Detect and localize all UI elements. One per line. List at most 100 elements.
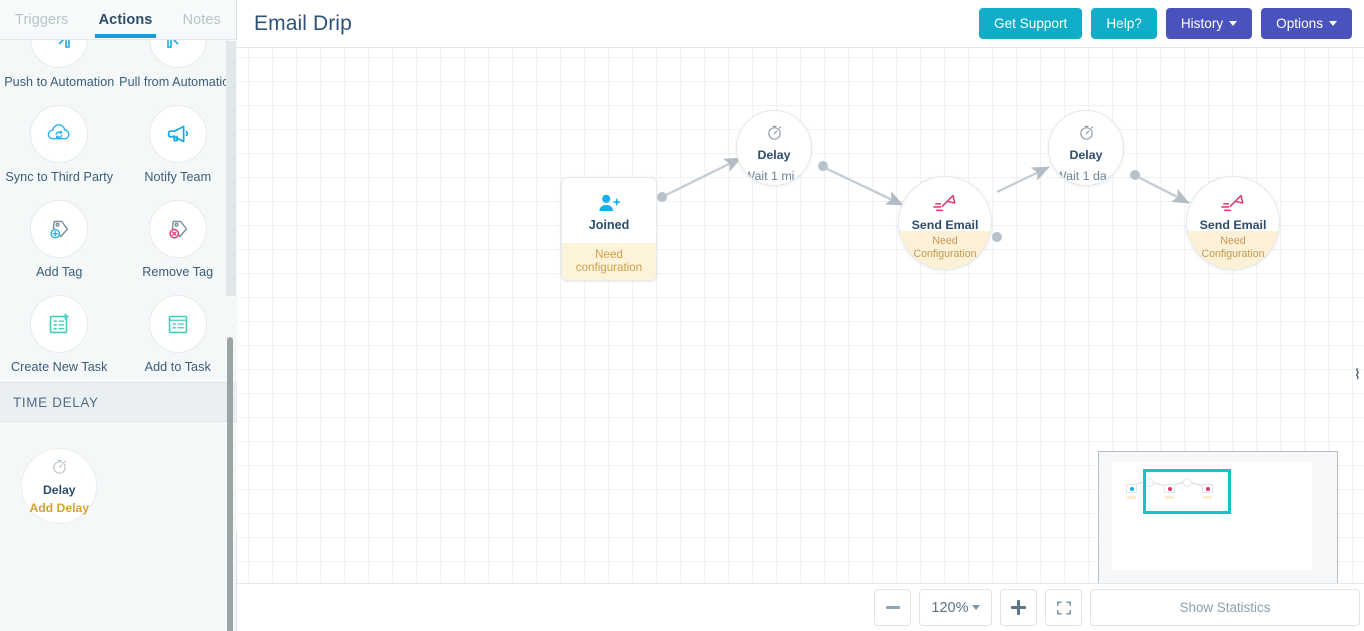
node-title: Joined	[588, 218, 630, 232]
flow-node-delay-1[interactable]: Delay Wait 1 mi...	[736, 110, 828, 186]
get-support-button[interactable]: Get Support	[979, 7, 1083, 40]
node-subtitle: Wait 1 da...	[1054, 169, 1118, 183]
node-output-port[interactable]	[992, 232, 1002, 242]
cloud-sync-icon	[30, 105, 89, 163]
sidebar-item-label: Create New Task	[11, 360, 108, 374]
plus-icon	[1011, 600, 1026, 615]
sidebar-item-notify-team[interactable]: Notify Team	[119, 97, 238, 192]
main-panel: Email Drip Get Support Help? History Opt…	[237, 0, 1364, 631]
action-group-clipped: Push to Automation Pull from Automation	[0, 40, 237, 97]
zoom-level-dropdown[interactable]: 120%	[919, 589, 992, 626]
canvas-minimap[interactable]	[1098, 451, 1338, 583]
flow-edges	[661, 156, 1190, 207]
flow-canvas[interactable]: Joined Need configuration	[237, 48, 1364, 583]
sidebar-item-add-tag[interactable]: Add Tag	[0, 192, 119, 287]
sidebar-empty-cell	[119, 448, 238, 532]
sidebar-item-label: Pull from Automation	[119, 75, 237, 89]
help-button[interactable]: Help?	[1091, 7, 1157, 40]
minimap-node-joined	[1126, 484, 1137, 499]
task-add-icon	[30, 295, 89, 353]
flow-node-send-email-2[interactable]: Send Email Need Configuration	[1186, 176, 1280, 270]
fit-screen-icon	[1056, 601, 1071, 614]
minus-icon	[885, 606, 900, 609]
chevron-down-icon	[971, 605, 980, 610]
node-title: Send Email	[1199, 218, 1267, 232]
sidebar-item-label: Add to Task	[144, 360, 211, 374]
task-list-icon	[148, 295, 207, 353]
sidebar-section-time-delay: TIME DELAY	[0, 382, 237, 422]
sidebar-item-label: Push to Automation	[4, 75, 115, 89]
stopwatch-icon	[50, 457, 69, 481]
zoom-level-label: 120%	[931, 599, 969, 616]
tab-actions[interactable]: Actions	[94, 2, 157, 38]
action-group-main: Sync to Third Party Notify Team	[0, 97, 237, 382]
tab-notes[interactable]: Notes	[182, 12, 221, 28]
top-header-bar: Email Drip Get Support Help? History Opt…	[237, 0, 1364, 48]
node-warning-badge: Need Configuration	[1187, 231, 1279, 269]
send-email-icon	[1187, 193, 1279, 215]
sidebar-item-push-to-automation[interactable]: Push to Automation	[0, 40, 119, 97]
flow-node-delay-2[interactable]: Delay Wait 1 da...	[1048, 110, 1140, 186]
options-dropdown-button[interactable]: Options	[1261, 7, 1352, 40]
fit-to-screen-button[interactable]	[1045, 589, 1082, 626]
sidebar-item-label: Sync to Third Party	[5, 170, 114, 184]
sidebar-item-remove-tag[interactable]: Remove Tag	[119, 192, 238, 287]
delay-subtitle: Add Delay	[29, 501, 90, 515]
node-card[interactable]: Send Email Need Configuration	[898, 176, 992, 270]
sidebar-item-create-new-task[interactable]: Create New Task	[0, 287, 119, 382]
flow-canvas-inner[interactable]: Joined Need configuration	[237, 48, 1364, 583]
page-title: Email Drip	[254, 11, 352, 35]
node-warning-badge: Need Configuration	[899, 231, 991, 269]
node-card[interactable]: Send Email Need Configuration	[1186, 176, 1280, 270]
minimap-node-send-email-2	[1202, 484, 1213, 499]
push-to-automation-icon	[30, 40, 89, 68]
minimap-node-send-email-1	[1164, 484, 1175, 499]
node-card[interactable]: Delay Wait 1 mi...	[736, 110, 812, 186]
node-card[interactable]: Joined Need configuration	[561, 177, 657, 281]
options-label: Options	[1276, 15, 1323, 31]
node-output-port[interactable]	[1130, 170, 1140, 180]
zoom-in-button[interactable]	[1000, 589, 1037, 626]
sidebar-item-label: Remove Tag	[142, 265, 214, 279]
chevron-down-icon	[1329, 21, 1337, 27]
node-subtitle: Wait 1 mi...	[743, 169, 805, 183]
node-output-port[interactable]	[818, 161, 828, 171]
time-delay-group: Delay Add Delay	[0, 422, 237, 532]
sidebar-item-delay[interactable]: Delay Add Delay	[0, 448, 119, 532]
sidebar-scrollbar-track[interactable]	[225, 41, 235, 631]
node-title: Delay	[757, 148, 791, 162]
minimap-viewport-indicator[interactable]	[1143, 469, 1231, 514]
pull-from-automation-icon	[148, 40, 207, 68]
sidebar-item-pull-from-automation[interactable]: Pull from Automation	[119, 40, 238, 97]
canvas-bottom-toolbar: 120% Show Statistics	[237, 583, 1364, 631]
user-add-icon	[562, 178, 656, 218]
stopwatch-icon	[737, 123, 811, 145]
flow-node-send-email-1[interactable]: Send Email Need Configuration	[898, 176, 1002, 270]
stopwatch-icon	[1049, 123, 1123, 145]
history-dropdown-button[interactable]: History	[1165, 7, 1253, 40]
node-card[interactable]: Delay Wait 1 da...	[1048, 110, 1124, 186]
zoom-out-button[interactable]	[874, 589, 911, 626]
send-email-icon	[899, 193, 991, 215]
sidebar-scrollbar-track-upper	[226, 41, 236, 296]
node-warning-line-2: Configuration	[913, 247, 977, 260]
node-title: Delay	[1069, 148, 1103, 162]
tab-triggers[interactable]: Triggers	[15, 12, 69, 28]
node-output-port[interactable]	[657, 192, 667, 202]
sidebar-scrollbar-thumb[interactable]	[227, 337, 233, 631]
node-warning-line-1: Need	[932, 235, 958, 248]
node-warning-badge: Need configuration	[562, 243, 656, 280]
sidebar-scroll-area[interactable]: Push to Automation Pull from Automation	[0, 40, 237, 631]
flow-node-joined[interactable]: Joined Need configuration	[561, 177, 667, 281]
sidebar-item-label: Add Tag	[36, 265, 83, 279]
sidebar-item-label: Notify Team	[144, 170, 212, 184]
sidebar-item-add-to-task[interactable]: Add to Task	[119, 287, 238, 382]
node-warning-line-1: Need	[1220, 235, 1246, 248]
node-title: Send Email	[911, 218, 979, 232]
delay-bubble[interactable]: Delay Add Delay	[21, 448, 98, 524]
show-statistics-button[interactable]: Show Statistics	[1090, 589, 1360, 626]
sidebar-item-sync-to-third-party[interactable]: Sync to Third Party	[0, 97, 119, 192]
history-label: History	[1180, 15, 1224, 31]
minimap-node-delay-2	[1183, 478, 1192, 487]
